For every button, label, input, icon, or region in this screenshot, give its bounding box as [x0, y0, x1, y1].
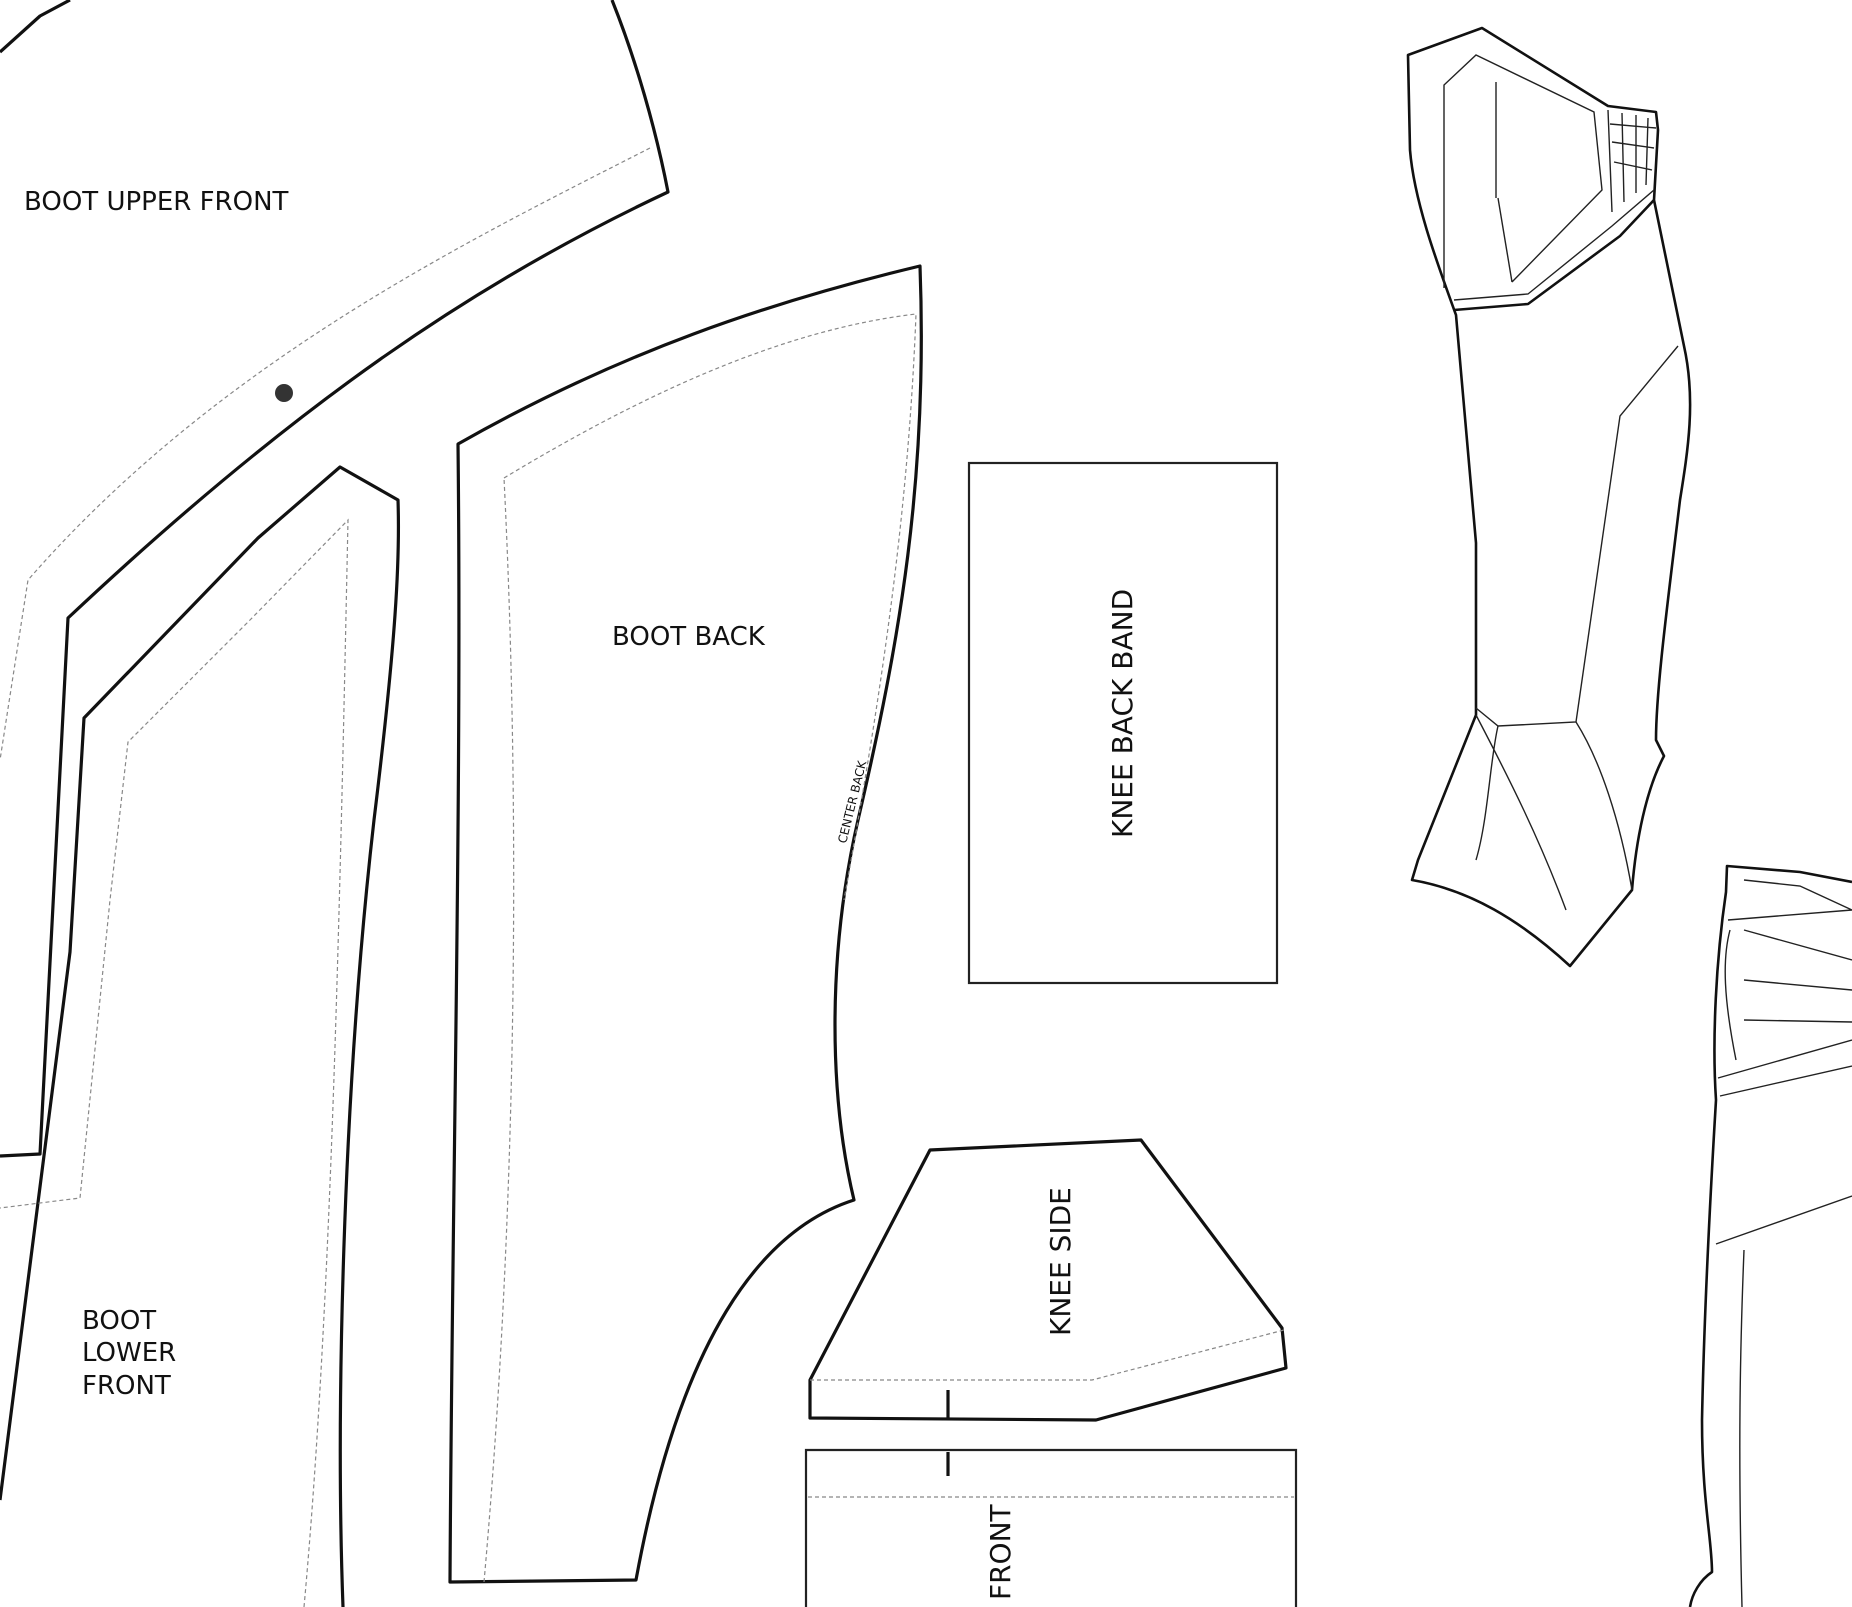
boot-upper-front-label: BOOT UPPER FRONT	[24, 187, 289, 217]
knee-back-band-label: KNEE BACK BAND	[1106, 589, 1139, 838]
pattern-piece-front: FRONT	[804, 1448, 1298, 1607]
boot-lower-front-label: BOOT LOWER FRONT	[82, 1306, 185, 1401]
boot-illustration-icon	[1406, 26, 1692, 968]
pattern-piece-boot-upper-front: BOOT UPPER FRONT	[0, 0, 670, 1158]
center-back-label: CENTER BACK	[835, 758, 869, 844]
boot-illustration-partial-icon	[1688, 864, 1852, 1607]
knee-side-label: KNEE SIDE	[1044, 1187, 1077, 1336]
pattern-piece-knee-side: KNEE SIDE	[808, 1138, 1288, 1422]
pattern-piece-knee-back-band: KNEE BACK BAND	[967, 461, 1279, 985]
boot-back-label: BOOT BACK	[612, 622, 766, 652]
front-label: FRONT	[984, 1503, 1017, 1600]
notch-dot-icon	[275, 384, 293, 402]
pattern-piece-boot-back: BOOT BACK CENTER BACK	[448, 264, 923, 1584]
pattern-piece-boot-lower-front: BOOT LOWER FRONT	[0, 465, 401, 1607]
